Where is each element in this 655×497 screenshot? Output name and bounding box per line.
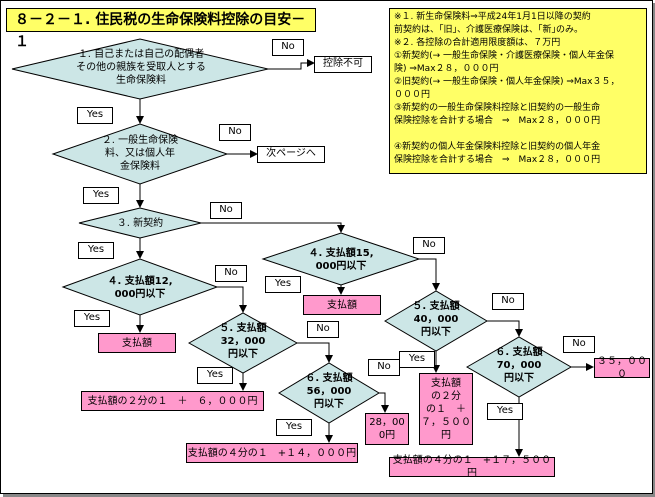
no-label: No bbox=[219, 124, 251, 141]
decision-5b-line: 円以下 bbox=[421, 327, 451, 338]
decision-2-line: 料、又は個人年 bbox=[105, 148, 175, 159]
outcome-new-pay: 支払額 bbox=[98, 333, 176, 353]
decision-4b-line: ４. 支払額15, bbox=[308, 248, 374, 259]
decision-5b-line: ５. 支払額 bbox=[412, 301, 460, 312]
decision-5-text: ５. 支払額 32，000 円以下 bbox=[208, 322, 278, 361]
yes-label: Yes bbox=[78, 242, 114, 259]
decision-4b-line: 000円以下 bbox=[315, 261, 367, 272]
outcome-line: 0円 bbox=[378, 430, 396, 441]
decision-2-line: 金保険料 bbox=[120, 161, 160, 172]
decision-3-text: ３. 新契約 bbox=[100, 217, 180, 230]
decision-5-line: ５. 支払額 bbox=[219, 323, 267, 334]
decision-5-line: 円以下 bbox=[228, 349, 258, 360]
decision-6b-line: 70，000 bbox=[496, 360, 542, 371]
no-label: No bbox=[413, 237, 445, 254]
decision-1-line: 生命保険料 bbox=[116, 75, 166, 86]
decision-1-line: その他の親族を受取人とする bbox=[76, 62, 206, 73]
yes-label: Yes bbox=[399, 351, 435, 368]
outcome-old-half: 支払額 の２分 の１ ＋ ７，５００ 円 bbox=[419, 373, 473, 445]
yes-label: Yes bbox=[77, 107, 113, 124]
note-line: 保険控除を合計する場合 ⇒ Max２８，０００円 bbox=[394, 116, 601, 126]
page-title: ８－２－１. 住民税の生命保険料控除の目安－１ bbox=[6, 8, 316, 50]
yes-label: Yes bbox=[197, 367, 233, 384]
note-line: ※２. 各控除の合計適用限度額は、７万円 bbox=[394, 38, 561, 48]
deny-box: 控除不可 bbox=[314, 56, 372, 73]
decision-6-text: ６. 支払額 56，000 円以下 bbox=[294, 372, 364, 411]
yes-label: Yes bbox=[74, 310, 110, 327]
yes-label: Yes bbox=[83, 187, 119, 204]
outcome-line: 支払額 bbox=[431, 377, 461, 389]
no-label: No bbox=[210, 202, 242, 219]
decision-6b-text: ６. 支払額 70，000 円以下 bbox=[484, 346, 554, 385]
outcome-new-28000: 28，00 0円 bbox=[365, 413, 409, 445]
decision-1-line: １. 自己または自己の配偶者 bbox=[77, 49, 205, 60]
outcome-line: ７，５００ bbox=[421, 416, 471, 428]
decision-4-text: ４. 支払額12, 000円以下 bbox=[90, 275, 190, 301]
note-line: 前契約は、｢旧｣、介護医療保険は、｢新｣のみ。 bbox=[394, 25, 584, 35]
no-label: No bbox=[368, 359, 400, 376]
note-line: ※１. 新生命保険料⇒平成24年1月1日以降の契約 bbox=[394, 12, 591, 22]
outcome-line: の２分 bbox=[431, 390, 461, 402]
decision-6-line: 円以下 bbox=[314, 399, 344, 410]
outcome-line: 28，00 bbox=[369, 417, 405, 428]
next-page-box: 次ページへ bbox=[257, 146, 325, 163]
yes-label: Yes bbox=[276, 419, 312, 436]
yes-label: Yes bbox=[265, 276, 301, 293]
decision-2-line: ２. 一般生命保険 bbox=[101, 135, 179, 146]
no-label: No bbox=[215, 265, 247, 282]
decision-4b-text: ４. 支払額15, 000円以下 bbox=[291, 247, 391, 273]
outcome-old-pay: 支払額 bbox=[303, 295, 381, 315]
decision-3-line: ３. 新契約 bbox=[116, 218, 164, 229]
note-line: ②旧契約(→ 一般生命保険・個人年金保険) ⇒Max３５， bbox=[394, 77, 620, 87]
no-label: No bbox=[272, 39, 304, 56]
note-line: ④新契約の個人年金保険料控除と旧契約の個人年金 bbox=[394, 142, 601, 152]
decision-5b-line: 40，000 bbox=[413, 314, 459, 325]
note-line: 険) ⇒Max２８，０００円 bbox=[394, 64, 499, 74]
no-label: No bbox=[492, 293, 524, 310]
notes-box: ※１. 新生命保険料⇒平成24年1月1日以降の契約 前契約は、｢旧｣、介護医療保… bbox=[389, 8, 647, 174]
note-line: 保険控除を合計する場合 ⇒ Max２８，０００円 bbox=[394, 155, 601, 165]
decision-6b-line: 円以下 bbox=[504, 373, 534, 384]
outcome-new-half: 支払額の２分の１ ＋ ６，０００円 bbox=[81, 391, 264, 411]
outcome-new-quarter: 支払額の４分の１ +１４，０００円 bbox=[186, 443, 358, 463]
outcome-old-35000: ３５，０００ bbox=[594, 356, 650, 380]
decision-5-line: 32，000 bbox=[220, 336, 266, 347]
decision-6-line: ６. 支払額 bbox=[305, 373, 353, 384]
note-line: ①新契約(→ 一般生命保険・介護医療保険・個人年金保 bbox=[394, 51, 614, 61]
decision-2-text: ２. 一般生命保険 料、又は個人年 金保険料 bbox=[90, 134, 190, 173]
no-label: No bbox=[563, 336, 595, 353]
decision-4-line: 000円以下 bbox=[114, 289, 166, 300]
decision-5b-text: ５. 支払額 40，000 円以下 bbox=[401, 300, 471, 339]
yes-label: Yes bbox=[487, 403, 523, 420]
no-label: No bbox=[307, 321, 339, 338]
decision-6b-line: ６. 支払額 bbox=[495, 347, 543, 358]
decision-4-line: ４. 支払額12, bbox=[107, 276, 173, 287]
note-line: ０００円 bbox=[394, 90, 431, 100]
note-line: ③新契約の一般生命保険料控除と旧契約の一般生命 bbox=[394, 103, 601, 113]
decision-6-line: 56，000 bbox=[306, 386, 352, 397]
note-line bbox=[394, 128, 642, 141]
outcome-old-quarter: 支払額の４分の１ +１７，５００円 bbox=[389, 455, 555, 479]
outcome-line: の１ ＋ bbox=[426, 403, 466, 415]
outcome-line: 円 bbox=[441, 429, 451, 441]
decision-1-text: １. 自己または自己の配偶者 その他の親族を受取人とする 生命保険料 bbox=[61, 48, 221, 87]
